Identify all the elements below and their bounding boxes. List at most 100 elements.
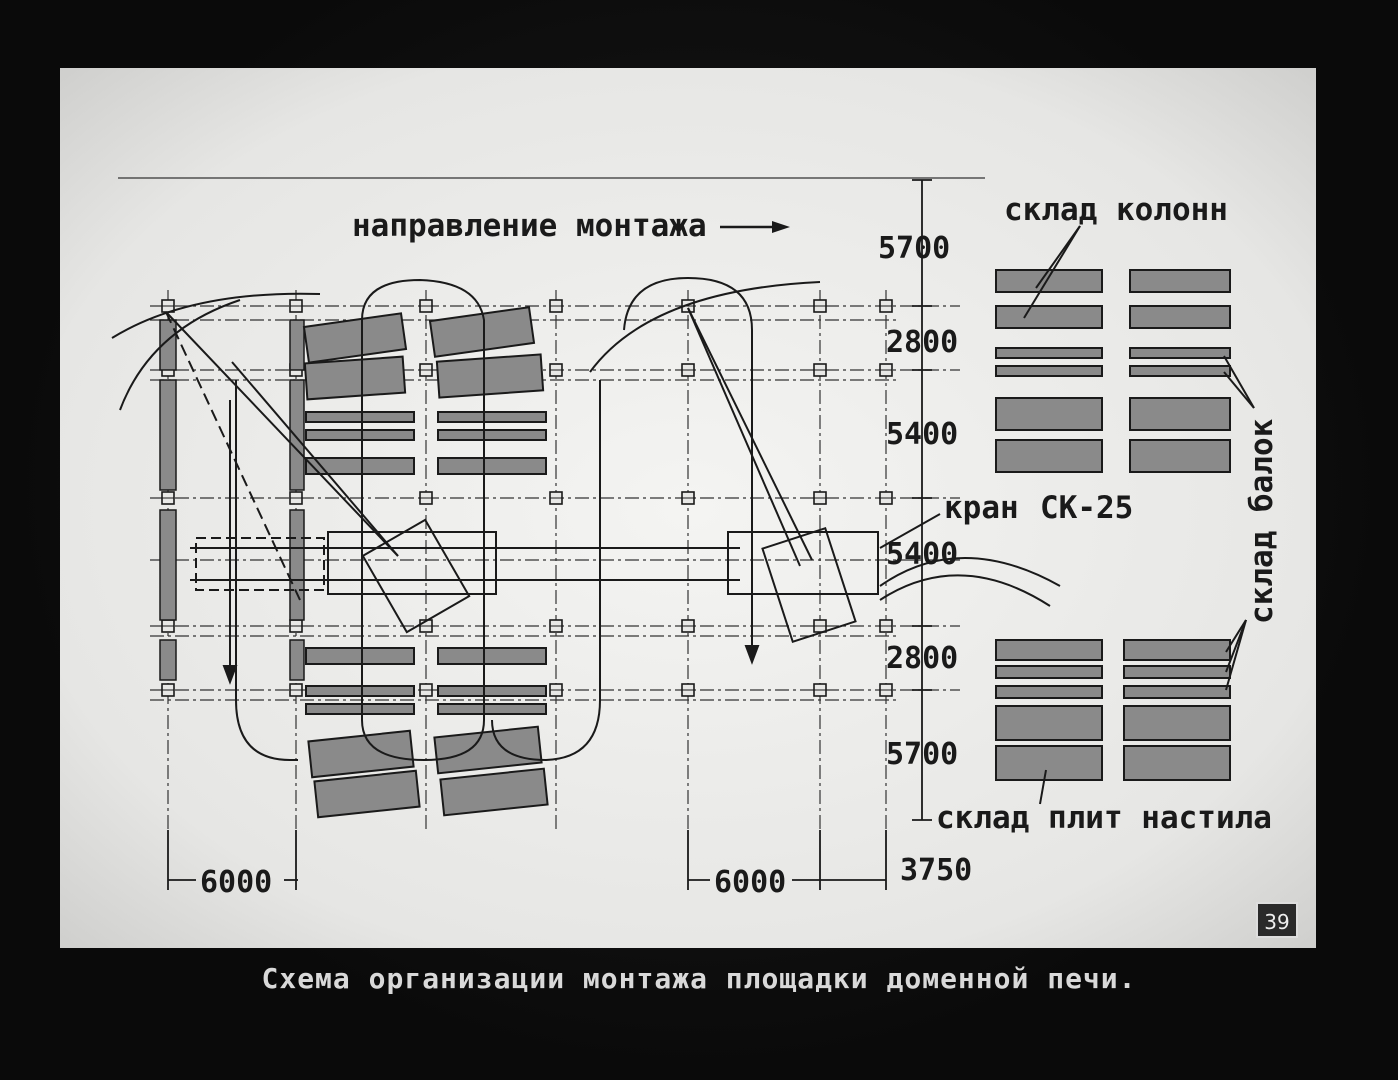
crane-swing-arc <box>119 299 241 411</box>
beam-block <box>437 457 547 475</box>
crane-travel-loop <box>623 276 753 620</box>
crane-label-model: СК-25 <box>1040 490 1133 526</box>
crane-boom <box>231 361 399 557</box>
travel-direction-arrowhead <box>744 645 760 665</box>
beam-block <box>437 647 547 665</box>
slab-block <box>307 729 415 779</box>
beam-store-block <box>1129 365 1231 377</box>
crane-route-curve <box>879 557 1061 587</box>
crane-boom-old <box>165 311 301 601</box>
crane-boom <box>165 311 399 557</box>
slab-store-block <box>995 745 1103 781</box>
slab-block <box>313 769 421 819</box>
crane-boom <box>687 307 813 561</box>
beam-store-block <box>995 639 1103 661</box>
erected-column <box>289 379 305 491</box>
slab-store-block <box>1123 745 1231 781</box>
slab-store-label: склад плит настила <box>936 800 1272 836</box>
slab-block <box>435 353 545 399</box>
beam-block <box>305 685 415 697</box>
crane-travel-loop <box>361 278 485 762</box>
beam-block <box>437 685 547 697</box>
dim-label-5400-top: 5400 <box>886 417 958 452</box>
dim-label-5700-top: 5700 <box>878 231 950 266</box>
beam-store-block <box>995 665 1103 679</box>
beam-block <box>305 457 415 475</box>
leader-line <box>879 513 941 549</box>
leader-line <box>1223 355 1255 409</box>
slab-block <box>433 725 543 775</box>
erected-column <box>159 509 177 621</box>
crane-base-left <box>327 531 497 595</box>
column-store-label: склад колонн <box>1004 192 1228 228</box>
dim-label-2800-bottom: 2800 <box>886 641 958 676</box>
beam-block <box>305 647 415 665</box>
erected-column <box>289 509 305 621</box>
dim-label-6000-right: 6000 <box>714 865 786 900</box>
beam-store-block <box>1123 685 1231 699</box>
beam-store-block <box>995 685 1103 699</box>
dim-label-2800-top: 2800 <box>886 325 958 360</box>
travel-direction-arrowhead <box>222 665 238 685</box>
erected-column <box>159 639 177 681</box>
dim-label-3750: 3750 <box>900 853 972 888</box>
crane-paths <box>111 225 1255 805</box>
beam-block <box>437 411 547 423</box>
column-store-block <box>1129 269 1231 293</box>
slab-store-block <box>1123 705 1231 741</box>
crane-cab-right <box>761 526 857 644</box>
beam-store-block <box>1123 665 1231 679</box>
crane-swing-arc <box>589 281 821 373</box>
crane-cab-left <box>361 518 471 634</box>
slide-caption: Схема организации монтажа площадки домен… <box>261 962 1137 995</box>
beam-block <box>437 429 547 441</box>
direction-arrow <box>720 221 790 233</box>
beam-store-block <box>995 347 1103 359</box>
erected-column <box>289 319 305 371</box>
beam-block <box>437 703 547 715</box>
column-store-block <box>1129 305 1231 329</box>
slab-store-block <box>1129 397 1231 431</box>
dimension-lines <box>167 179 932 890</box>
slab-store-block <box>995 397 1103 431</box>
erected-column <box>159 319 177 371</box>
crane-travel-loop <box>235 380 298 761</box>
column-store-block <box>995 305 1103 329</box>
direction-label: направление монтажа <box>352 208 707 244</box>
beam-store-block <box>995 365 1103 377</box>
slab-block <box>302 312 408 364</box>
slab-store-block <box>995 439 1103 473</box>
beam-block <box>305 411 415 423</box>
crane-boom <box>687 307 801 567</box>
slab-store-block <box>995 705 1103 741</box>
slab-block <box>303 355 407 401</box>
crane-route-curve <box>879 574 1051 607</box>
dim-label-5400-bottom: 5400 <box>886 537 958 572</box>
leader-line <box>1225 619 1247 653</box>
page-number-badge: 39 <box>1256 902 1298 938</box>
crane-swing-arc <box>111 292 321 339</box>
crane-base-right <box>727 531 879 595</box>
beam-store-block <box>1129 347 1231 359</box>
storage-blocks <box>159 269 1231 819</box>
beam-store-block <box>1123 639 1231 661</box>
beam-block <box>305 429 415 441</box>
crane-travel-loop <box>491 380 601 762</box>
leader-line <box>1225 619 1247 691</box>
dim-label-5700-bottom: 5700 <box>886 737 958 772</box>
crane-label-name: кран <box>944 490 1019 526</box>
slab-block <box>439 767 549 817</box>
crane-position-old <box>195 537 325 591</box>
beam-store-label: склад балок <box>1244 418 1280 624</box>
leader-line <box>1023 225 1081 319</box>
leader-line <box>1039 769 1047 805</box>
leader-line <box>1223 371 1255 409</box>
dim-label-6000-left: 6000 <box>200 865 272 900</box>
slab-store-block <box>1129 439 1231 473</box>
column-store-block <box>995 269 1103 293</box>
erected-column <box>159 379 177 491</box>
beam-block <box>305 703 415 715</box>
erected-column <box>289 639 305 681</box>
